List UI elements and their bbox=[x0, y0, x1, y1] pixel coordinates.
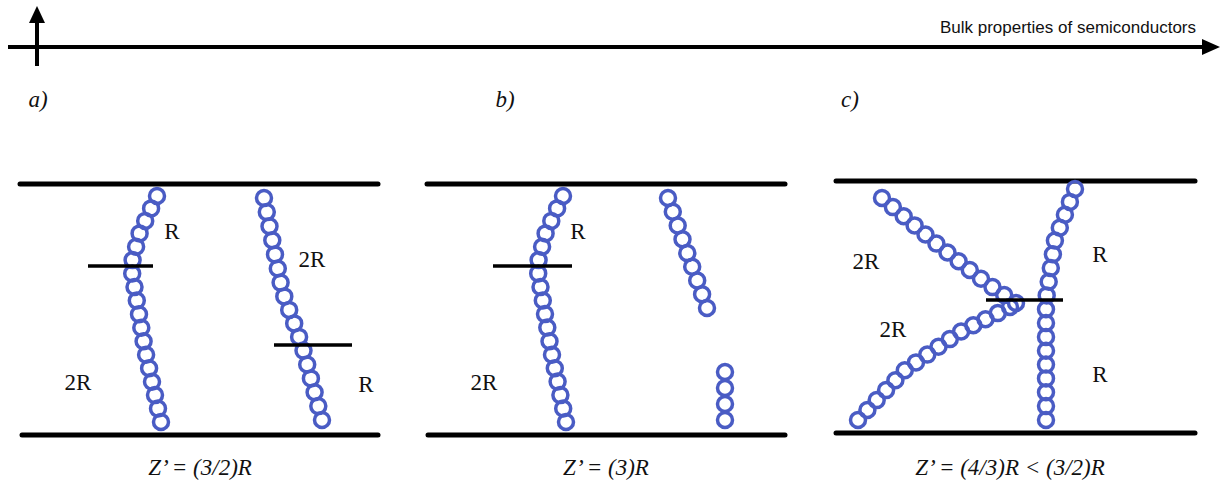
panel-letter: c) bbox=[841, 87, 859, 113]
resistance-label: 2R bbox=[65, 370, 92, 396]
resistance-label: 2R bbox=[880, 317, 907, 343]
electrode bbox=[22, 433, 378, 438]
monomer-circle bbox=[718, 413, 733, 428]
electrode bbox=[428, 433, 785, 438]
electrode bbox=[427, 182, 785, 187]
electrode bbox=[20, 182, 378, 187]
junction-mark bbox=[986, 298, 1063, 302]
axis-line bbox=[35, 20, 39, 66]
monomer-circle bbox=[559, 415, 574, 430]
monomer-circle bbox=[718, 381, 733, 396]
resistance-label: 2R bbox=[299, 247, 326, 273]
resistance-label: R bbox=[358, 372, 373, 398]
junction-mark bbox=[274, 343, 352, 347]
resistance-label: R bbox=[570, 219, 585, 245]
electrode bbox=[836, 179, 1195, 184]
junction-mark bbox=[493, 264, 572, 268]
resistance-label: 2R bbox=[471, 370, 498, 396]
panel-letter: b) bbox=[495, 87, 514, 113]
axis-title: Bulk properties of semiconductors bbox=[940, 18, 1196, 38]
formula: Z’ = (4/3)R < (3/2)R bbox=[915, 455, 1104, 481]
axis-arrowhead bbox=[1202, 39, 1220, 55]
resistance-label: 2R bbox=[853, 249, 880, 275]
monomer-circle bbox=[315, 413, 330, 428]
formula: Z’ = (3)R bbox=[563, 455, 649, 481]
formula: Z’ = (3/2)R bbox=[148, 455, 252, 481]
axis-arrowhead bbox=[29, 6, 45, 23]
resistance-label: R bbox=[1092, 362, 1107, 388]
monomer-circle bbox=[718, 397, 733, 412]
resistance-label: R bbox=[1092, 242, 1107, 268]
monomer-circle bbox=[718, 365, 733, 380]
axis-line bbox=[8, 45, 1206, 49]
monomer-circle bbox=[700, 301, 715, 316]
electrode bbox=[836, 431, 1195, 436]
molecule-chains bbox=[125, 182, 1083, 430]
junction-mark bbox=[88, 264, 153, 268]
resistance-label: R bbox=[164, 219, 179, 245]
monomer-circle bbox=[154, 415, 169, 430]
panel-letter: a) bbox=[28, 87, 47, 113]
monomer-circle bbox=[1039, 413, 1054, 428]
